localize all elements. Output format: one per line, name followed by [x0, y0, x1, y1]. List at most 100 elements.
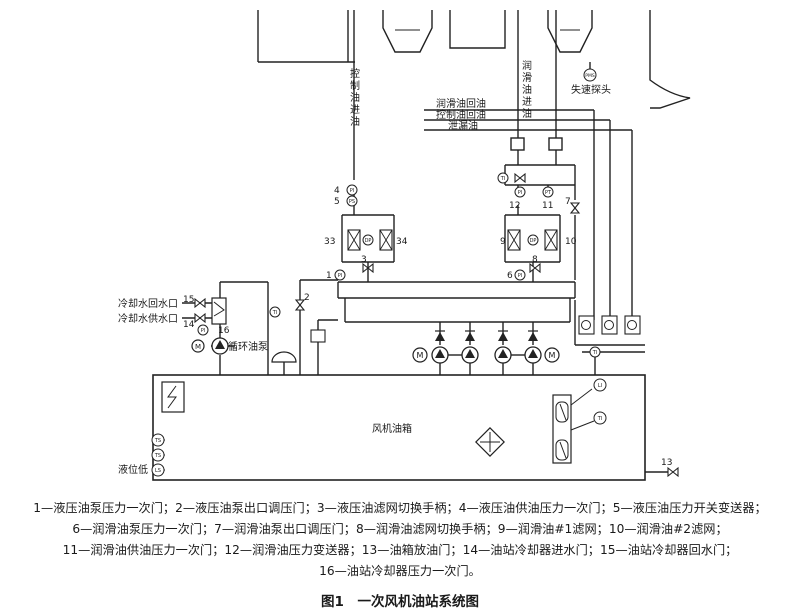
svg-text:油: 油 [350, 115, 360, 128]
motor-icon: M [544, 347, 560, 363]
svg-text:PI: PI [338, 273, 343, 279]
svg-text:3: 3 [361, 255, 367, 265]
svg-text:14: 14 [183, 320, 195, 330]
pipe-labels: 控 制 油 进 油 润 滑 油 进 油 润滑油回油 控制油回油 泄漏油 失速探头… [118, 59, 611, 476]
svg-text:油: 油 [522, 83, 532, 96]
hydraulic-pump-1-icon [431, 346, 449, 364]
svg-text:33: 33 [324, 237, 335, 247]
svg-text:进: 进 [522, 96, 532, 108]
ti-icon: TI [497, 172, 509, 184]
ls-switch-icon: LS [151, 463, 165, 477]
valve-15-icon [194, 298, 206, 308]
svg-text:PT: PT [545, 190, 552, 196]
pi-gauge-icon: PI [334, 269, 346, 281]
svg-text:M: M [195, 343, 201, 351]
regulator-icon [310, 329, 326, 343]
lube-pump-2-icon [524, 346, 542, 364]
svg-text:7: 7 [565, 197, 571, 207]
valve-2-icon [295, 299, 305, 311]
dp-icon: DP [527, 234, 539, 246]
svg-text:液位低: 液位低 [118, 463, 148, 476]
svg-text:油: 油 [350, 91, 360, 104]
circulation-pump-icon [211, 337, 229, 355]
check-valve-icon [527, 330, 539, 342]
legend: 1—液压油泵压力一次门；2—液压油泵出口调压门；3—液压油滤网切换手柄；4—液压… [0, 498, 800, 582]
item-numbers: 4 5 33 34 3 1 2 6 8 9 10 12 11 7 15 14 1… [183, 186, 672, 468]
breather-icon [271, 351, 297, 363]
valve-7-icon [570, 202, 580, 214]
legend-line: 6—润滑油泵压力一次门；7—润滑油泵出口调压门；8—润滑油滤网切换手柄；9—润滑… [72, 522, 728, 536]
oil-pipelines [182, 10, 670, 473]
legend-line: 11—润滑油供油压力一次门；12—润滑油压力变送器；13—油箱放油门；14—油站… [62, 543, 738, 557]
svg-text:M: M [417, 351, 424, 360]
ts-switch-icon: TS [151, 448, 165, 462]
valve-14-icon [194, 313, 206, 323]
ti-icon: TI [269, 306, 281, 318]
svg-text:控: 控 [350, 67, 360, 80]
oil-cooler [211, 297, 227, 325]
svg-text:循环油泵: 循环油泵 [228, 340, 268, 353]
svg-text:TS: TS [154, 438, 161, 444]
svg-text:润滑油回油: 润滑油回油 [436, 97, 486, 110]
legend-line: 16—油站冷却器压力一次门。 [319, 564, 481, 578]
filter-10-icon [544, 229, 558, 251]
svg-text:11: 11 [542, 201, 553, 211]
filter-33-icon [347, 229, 361, 251]
svg-text:M: M [549, 351, 556, 360]
li-level-icon: LI [593, 378, 607, 392]
svg-text:16: 16 [218, 326, 230, 336]
svg-text:LI: LI [598, 383, 602, 389]
pi-gauge-icon: PI [346, 184, 358, 196]
instrument-bubbles: PI PS PI PI PI PT TI DP DP PI TI TI PMS … [151, 68, 607, 477]
pi-gauge-icon: PI [514, 269, 526, 281]
ps-switch-icon: PS [346, 195, 358, 207]
svg-text:泄漏油: 泄漏油 [448, 119, 478, 132]
filter-34-icon [379, 229, 393, 251]
svg-text:油: 油 [522, 107, 532, 120]
oil-station-diagram: M M M PI PS PI [118, 10, 691, 481]
svg-text:5: 5 [334, 197, 340, 207]
svg-text:10: 10 [565, 237, 577, 247]
svg-text:34: 34 [396, 237, 408, 247]
fan-bearing-equipment [257, 10, 691, 109]
valve-8-icon [529, 263, 541, 273]
svg-text:PI: PI [201, 328, 206, 334]
svg-text:制: 制 [350, 79, 360, 92]
svg-text:风机油箱: 风机油箱 [372, 422, 412, 435]
hydraulic-pump-2-icon [461, 346, 479, 364]
pt-transmitter-icon: PT [542, 186, 554, 198]
dp-icon: DP [362, 234, 374, 246]
svg-text:8: 8 [532, 255, 538, 265]
svg-text:4: 4 [334, 186, 340, 196]
svg-text:润: 润 [522, 59, 532, 72]
svg-text:TS: TS [154, 453, 161, 459]
check-valve-icon [464, 330, 476, 342]
svg-text:15: 15 [183, 295, 194, 305]
oil-tank [152, 374, 646, 481]
check-valve-icon [434, 330, 446, 342]
svg-text:TI: TI [272, 310, 278, 316]
svg-text:TI: TI [597, 416, 603, 422]
svg-text:冷却水回水口: 冷却水回水口 [118, 297, 178, 310]
svg-text:DP: DP [530, 238, 537, 244]
svg-text:2: 2 [304, 293, 310, 303]
svg-text:TI: TI [500, 176, 506, 182]
svg-text:冷却水供水口: 冷却水供水口 [118, 312, 178, 325]
ti-icon: TI [589, 346, 601, 358]
svg-text:13: 13 [661, 458, 672, 468]
ts-switch-icon: TS [151, 433, 165, 447]
svg-text:DP: DP [365, 238, 372, 244]
filter-switch-valve-icon [514, 173, 526, 183]
svg-text:LS: LS [155, 468, 161, 474]
svg-text:12: 12 [509, 201, 520, 211]
figure-caption: 图1 一次风机油站系统图 [321, 594, 479, 610]
valve-13-icon [667, 467, 679, 477]
pms-probe-icon: PMS [583, 68, 597, 82]
svg-text:TI: TI [592, 350, 598, 356]
ti-icon: TI [593, 411, 607, 425]
svg-text:PS: PS [349, 199, 355, 205]
svg-text:6: 6 [507, 271, 513, 281]
filter-9-icon [507, 229, 521, 251]
svg-text:失速探头: 失速探头 [571, 83, 611, 96]
svg-text:PMS: PMS [585, 73, 595, 79]
